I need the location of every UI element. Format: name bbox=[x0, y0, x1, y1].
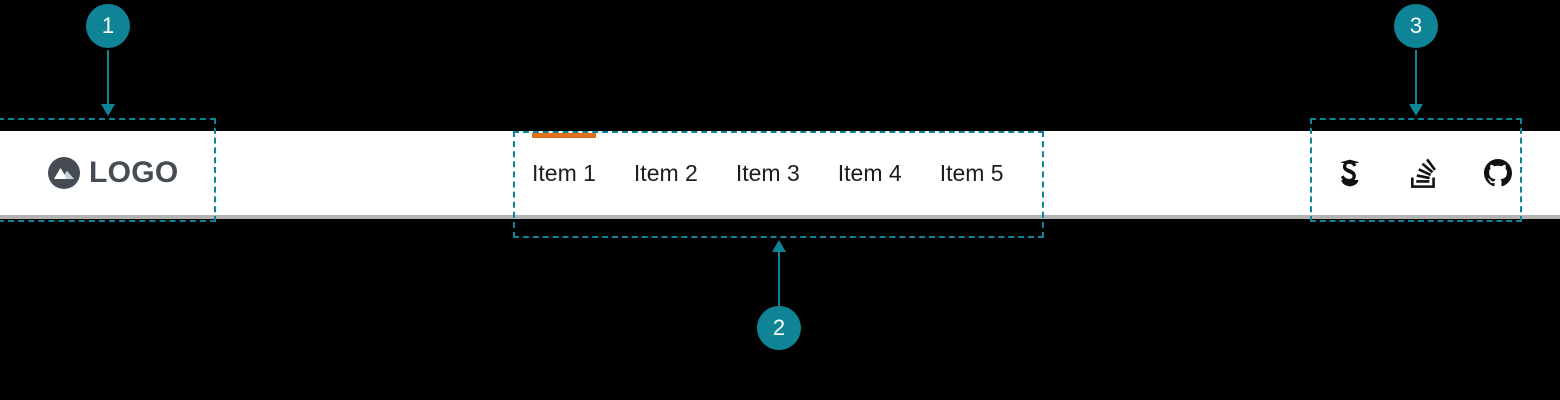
primary-nav: Item 1 Item 2 Item 3 Item 4 Item 5 bbox=[513, 131, 1023, 215]
nav-item-5[interactable]: Item 5 bbox=[921, 131, 1023, 215]
stack-overflow-icon bbox=[1411, 158, 1437, 188]
annotation-leader-line-1 bbox=[107, 50, 109, 106]
annotation-leader-line-3 bbox=[1415, 50, 1417, 106]
nav-item-2[interactable]: Item 2 bbox=[615, 131, 717, 215]
nav-item-1[interactable]: Item 1 bbox=[513, 131, 615, 215]
annotation-badge-3[interactable]: 3 bbox=[1394, 4, 1438, 48]
nav-item-3-label: Item 3 bbox=[735, 159, 800, 186]
nav-item-3[interactable]: Item 3 bbox=[717, 131, 819, 215]
annotation-arrow-3 bbox=[1409, 104, 1423, 116]
navbar-inner: LOGO Item 1 Item 2 Item 3 Item 4 Item 5 bbox=[0, 131, 1560, 215]
brand-logo-link[interactable]: LOGO bbox=[48, 131, 179, 215]
nav-item-5-label: Item 5 bbox=[939, 159, 1004, 186]
mountain-circle-logo-icon bbox=[48, 157, 80, 189]
nav-item-1-label: Item 1 bbox=[532, 159, 596, 186]
stack-overflow-link[interactable] bbox=[1410, 158, 1438, 188]
nav-item-4-label: Item 4 bbox=[837, 159, 902, 186]
annotation-badge-2[interactable]: 2 bbox=[757, 306, 801, 350]
navbar: LOGO Item 1 Item 2 Item 3 Item 4 Item 5 bbox=[0, 131, 1560, 219]
annotation-badge-1[interactable]: 1 bbox=[86, 4, 130, 48]
annotation-arrow-1 bbox=[101, 104, 115, 116]
superuser-icon bbox=[1339, 159, 1361, 187]
github-link[interactable] bbox=[1484, 158, 1512, 188]
annotation-leader-line-2 bbox=[778, 250, 780, 310]
brand-label: LOGO bbox=[89, 156, 179, 189]
nav-item-2-label: Item 2 bbox=[633, 159, 698, 186]
social-links bbox=[1336, 131, 1512, 215]
github-icon bbox=[1484, 159, 1512, 187]
annotation-arrow-2 bbox=[772, 240, 786, 252]
nav-item-4[interactable]: Item 4 bbox=[819, 131, 921, 215]
superuser-link[interactable] bbox=[1336, 158, 1364, 188]
